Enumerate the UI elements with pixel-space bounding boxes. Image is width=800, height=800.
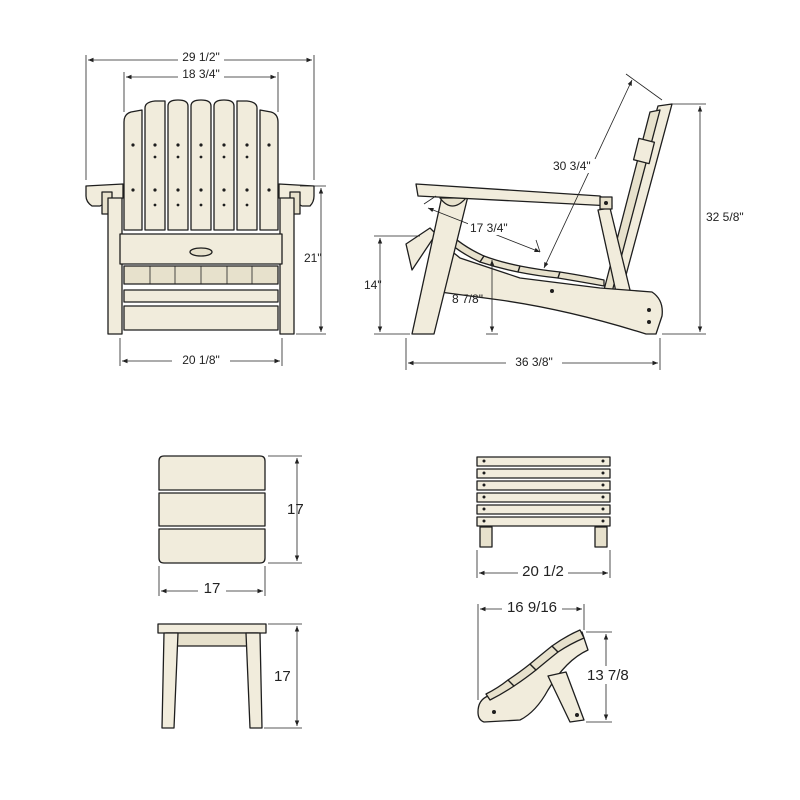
dim-chair-seat-height: 8 7/8" (452, 260, 498, 335)
table-side-top (157, 623, 267, 634)
label-chair-seat-depth: 17 3/4" (470, 221, 508, 235)
table-top-slat-1 (158, 455, 266, 491)
label-table-height: 17 (274, 668, 291, 685)
chair-back-slats (123, 99, 279, 231)
ottoman-slat-2 (476, 468, 611, 479)
label-chair-back-width: 18 3/4" (182, 67, 220, 81)
chair-front-view: 29 1/2" 18 3/4" 21" 20 1/8" (85, 50, 326, 367)
table-top-slat-3 (158, 528, 266, 564)
side-table-top-view: 17 17 (158, 455, 304, 597)
dim-chair-front-height: 21" (296, 185, 326, 335)
label-table-top-width: 17 (204, 580, 221, 597)
dim-table-top-width: 17 (158, 566, 266, 597)
ottoman-side-back-leg (547, 671, 585, 723)
dim-chair-arm-height: 14" (364, 235, 420, 335)
label-chair-overall-width: 29 1/2" (182, 50, 220, 64)
label-chair-seat-height: 8 7/8" (452, 292, 483, 306)
dim-chair-side-height: 32 5/8" (662, 103, 744, 335)
side-table-side-view: 17 (157, 623, 302, 729)
dim-table-top-depth: 17 (268, 455, 304, 564)
label-chair-base-width: 20 1/8" (182, 353, 220, 367)
dim-chair-seat-depth: 17 3/4" (423, 195, 541, 253)
dim-table-height: 17 (264, 623, 302, 729)
label-table-top-depth: 17 (287, 501, 304, 518)
table-side-right-leg (245, 632, 263, 729)
dim-ottoman-depth: 16 9/16 (477, 599, 585, 700)
dim-chair-base-width: 20 1/8" (119, 338, 283, 367)
dim-chair-back-length: 30 3/4" (543, 73, 663, 269)
ottoman-slat-4 (476, 492, 611, 503)
dim-ottoman-height: 13 7/8 (584, 631, 629, 723)
chair-side-view: 30 3/4" 17 3/4" 32 5/8" 14" 8 7/8" (364, 73, 744, 370)
ottoman-slat-3 (476, 480, 611, 491)
ottoman-slat-6 (476, 516, 611, 527)
ottoman-side-slats (485, 629, 585, 701)
label-chair-depth: 36 3/8" (515, 355, 553, 369)
dim-chair-back-width: 18 3/4" (123, 67, 279, 112)
ottoman-top-view: 20 1/2 (476, 456, 611, 580)
label-chair-back-length: 30 3/4" (553, 159, 591, 173)
chair-front-right-leg (279, 197, 295, 335)
table-side-left-leg (161, 632, 179, 729)
ottoman-slat-1 (476, 456, 611, 467)
table-side-apron (165, 632, 259, 647)
dim-chair-depth: 36 3/8" (405, 338, 661, 370)
ottoman-right-foot (594, 526, 608, 548)
chair-front-left-leg (107, 197, 123, 335)
ottoman-side-view: 16 9/16 13 7/8 (477, 599, 629, 723)
chair-side-back-bracket (632, 137, 656, 165)
ottoman-slat-5 (476, 504, 611, 515)
ottoman-left-foot (479, 526, 493, 548)
label-ottoman-height: 13 7/8 (587, 667, 629, 684)
chair-badge (189, 247, 213, 257)
dim-ottoman-width: 20 1/2 (476, 550, 611, 580)
label-chair-side-height: 32 5/8" (706, 210, 744, 224)
label-ottoman-width: 20 1/2 (522, 563, 564, 580)
dim-chair-overall-width: 29 1/2" (85, 50, 315, 180)
label-chair-front-height: 21" (304, 251, 322, 265)
label-chair-arm-height: 14" (364, 278, 382, 292)
label-ottoman-depth: 16 9/16 (507, 599, 557, 616)
table-top-slat-2 (158, 492, 266, 527)
chair-seat-slats (123, 265, 279, 331)
